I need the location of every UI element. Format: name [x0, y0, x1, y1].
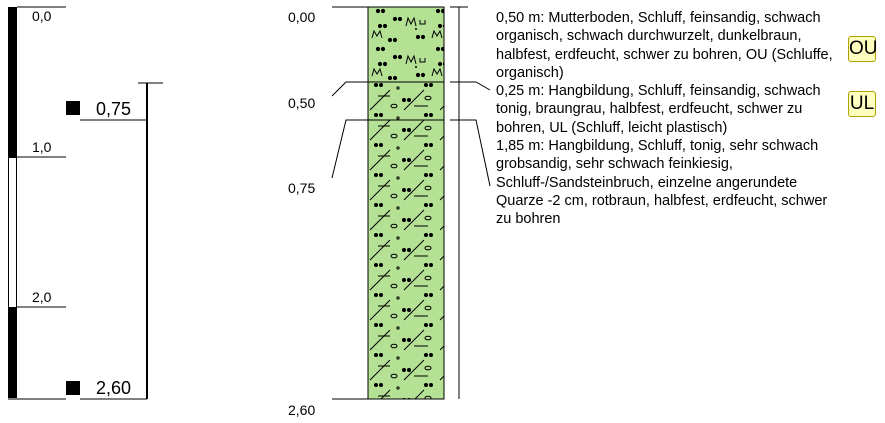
layer-3-hangbildung [368, 120, 444, 399]
layer-1-description: 0,50 m: Mutterboden, Schluff, feinsandig… [496, 10, 833, 81]
scale-bar-segment-2-26 [8, 307, 17, 398]
layer-descriptions: 0,50 m: Mutterboden, Schluff, feinsandig… [496, 9, 846, 229]
column-depth-label-000: 0,00 [288, 9, 315, 25]
column-depth-label-050: 0,50 [288, 95, 315, 111]
column-outline [367, 6, 445, 400]
soil-class-badge-ul: UL [848, 91, 876, 117]
description-connector-050 [450, 81, 491, 91]
soil-class-badge-ou: OU [848, 36, 878, 62]
description-connector-075 [450, 119, 491, 187]
scale-label-2: 2,0 [32, 289, 52, 305]
scale-bar-segment-0-1 [8, 7, 17, 157]
scale-label-1: 1,0 [32, 139, 52, 155]
layer-3-description: 1,85 m: Hangbildung, Schluff, tonig, seh… [496, 138, 828, 228]
column-depth-connector-050 [331, 81, 368, 97]
column-depth-label-075: 0,75 [288, 180, 315, 196]
column-depth-label-260: 2,60 [288, 402, 315, 418]
marker-label-260: 2,60 [96, 378, 131, 398]
layer-1-mutterboden [368, 7, 444, 82]
marker-square-075 [66, 101, 80, 115]
marker-label-075: 0,75 [96, 99, 131, 119]
scale-bar-segment-1-2 [8, 157, 17, 308]
layer-2-description: 0,25 m: Hangbildung, Schluff, feinsandig… [496, 83, 821, 136]
marker-square-260 [66, 381, 80, 395]
layer-2-hangbildung [368, 82, 444, 120]
scale-label-0: 0,0 [32, 8, 52, 24]
column-depth-connector-075 [331, 119, 368, 179]
